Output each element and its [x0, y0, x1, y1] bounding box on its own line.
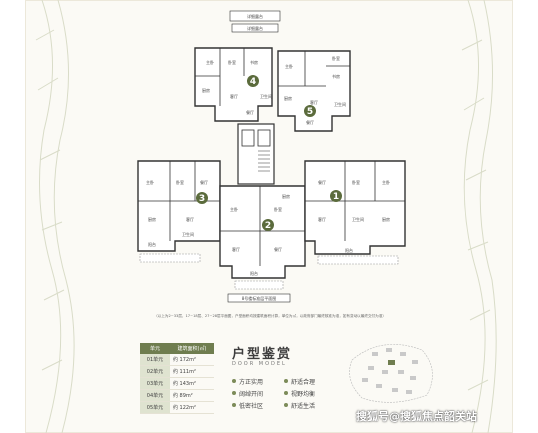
- u2-room-2: 卧室: [274, 206, 282, 212]
- unit-badge-4: 4: [250, 77, 256, 87]
- u3-room-6: 阳台: [148, 241, 156, 247]
- bullet-icon: [284, 379, 288, 383]
- unit-3-outline: [137, 160, 221, 252]
- table-header-area: 建筑面积(㎡): [169, 343, 214, 354]
- table-row: 03单元 约 143m²: [140, 377, 214, 390]
- u4-room-3: 客厅: [230, 93, 238, 99]
- feature-text: 视野均衡: [291, 390, 316, 398]
- u1-room-2: 卧室: [352, 179, 360, 185]
- bullet-icon: [284, 403, 288, 407]
- feature-text: 方正实用: [239, 378, 264, 386]
- u4-room-1: 主卧: [206, 59, 214, 65]
- feature-list: 方正实用 舒适合理 阔绰开间 视野均衡 低密社区 舒适生活: [232, 375, 342, 411]
- u4-room-7: 卫生间: [260, 93, 272, 99]
- unit-5-outline: [277, 50, 351, 132]
- unit-1-outline: [304, 160, 406, 255]
- u1-room-7: 卫生间: [352, 216, 364, 222]
- u2-room-1: 主卧: [230, 206, 238, 212]
- table-header-unit: 单元: [140, 343, 170, 354]
- u4-room-4: 书房: [250, 59, 258, 65]
- u4-room-2: 卧室: [228, 59, 236, 65]
- unit-2-outline: [219, 185, 306, 279]
- table-cell-unit: 05单元: [140, 401, 170, 414]
- table-row: 05单元 约 122m²: [140, 401, 214, 414]
- table-row: 02单元 约 111m²: [140, 365, 214, 378]
- u1-room-6: 阳台: [345, 247, 353, 253]
- feature-row: 低密社区 舒适生活: [232, 399, 342, 411]
- table-cell-area: 约 122m²: [169, 401, 214, 414]
- feature-text: 阔绰开间: [239, 390, 264, 398]
- section-title: 户型鉴赏: [232, 347, 293, 362]
- u2-room-4: 餐厅: [274, 246, 282, 252]
- u5-room-3: 客厅: [310, 99, 318, 105]
- leaf-decoration-left: [35, 0, 75, 433]
- u3-room-7: 卫生间: [182, 231, 194, 237]
- highlighted-building: [388, 360, 395, 365]
- u5-room-6: 餐厅: [306, 119, 314, 125]
- section-subtitle: DOOR MODEL: [232, 361, 287, 367]
- table-cell-unit: 01单元: [140, 354, 170, 366]
- u3-room-1: 主卧: [146, 179, 154, 185]
- table-cell-unit: 03单元: [140, 377, 170, 390]
- table-cell-unit: 04单元: [140, 389, 170, 402]
- u1-room-3: 客厅: [318, 216, 326, 222]
- watermark: 搜狐号@搜狐焦点韶关站: [356, 410, 477, 423]
- bullet-icon: [232, 403, 236, 407]
- u1-room-1: 主卧: [382, 179, 390, 185]
- feature-text: 舒适生活: [291, 402, 316, 410]
- table-cell-area: 约 143m²: [169, 377, 214, 390]
- leaf-decoration-right: [461, 0, 497, 433]
- u5-room-4: 书房: [332, 73, 340, 79]
- bullet-icon: [232, 391, 236, 395]
- table-cell-unit: 02单元: [140, 365, 170, 378]
- u3-room-3: 客厅: [186, 216, 194, 222]
- u2-room-6: 阳台: [250, 270, 258, 276]
- u3-room-4: 餐厅: [200, 179, 208, 185]
- table-row: 01单元 约 172m²: [140, 354, 214, 366]
- plan-footnote: （以上为2~33层，17~18层、27~28层平面图，户型面积均按建筑面积计算，…: [154, 314, 386, 318]
- table-row: 04单元 约 89m²: [140, 389, 214, 402]
- site-map: [349, 344, 433, 403]
- u1-room-4: 餐厅: [318, 179, 326, 185]
- u2-room-3: 客厅: [232, 246, 240, 252]
- floor-plan: 详细露台 详细露台 主卧 卧室 客厅 书房 厨房 餐厅 卫生间 主卧 卧室 客厅…: [137, 10, 406, 303]
- feature-text: 低密社区: [239, 402, 264, 410]
- unit-area-table: 单元 建筑面积(㎡) 01单元 约 172m² 02单元 约 111m² 03单…: [140, 343, 214, 414]
- u3-room-5: 厨房: [148, 216, 156, 222]
- unit-badge-5: 5: [307, 107, 313, 117]
- plan-top-label-1: 详细露台: [247, 13, 263, 19]
- unit-4-outline: [194, 47, 273, 122]
- u4-room-5: 厨房: [202, 87, 210, 93]
- table-cell-area: 约 89m²: [169, 389, 214, 402]
- u4-room-6: 餐厅: [246, 109, 254, 115]
- table-cell-area: 约 172m²: [169, 354, 214, 366]
- plan-bottom-label: 8号楼标准层平面图: [242, 295, 277, 301]
- unit-badge-3: 3: [199, 194, 205, 204]
- bullet-icon: [232, 379, 236, 383]
- u2-room-5: 厨房: [282, 193, 290, 199]
- u1-room-5: 厨房: [382, 216, 390, 222]
- bullet-icon: [284, 391, 288, 395]
- unit-badge-1: 1: [333, 192, 339, 202]
- u5-room-5: 厨房: [284, 95, 292, 101]
- u5-room-7: 卫生间: [334, 101, 346, 107]
- table-cell-area: 约 111m²: [169, 365, 214, 378]
- u3-room-2: 卧室: [176, 179, 184, 185]
- u5-room-1: 主卧: [285, 63, 293, 69]
- u5-room-2: 卧室: [332, 55, 340, 61]
- feature-text: 舒适合理: [291, 378, 316, 386]
- feature-row: 阔绰开间 视野均衡: [232, 387, 342, 399]
- plan-top-label-2: 详细露台: [247, 25, 263, 31]
- unit-badge-2: 2: [265, 221, 271, 231]
- feature-row: 方正实用 舒适合理: [232, 375, 342, 387]
